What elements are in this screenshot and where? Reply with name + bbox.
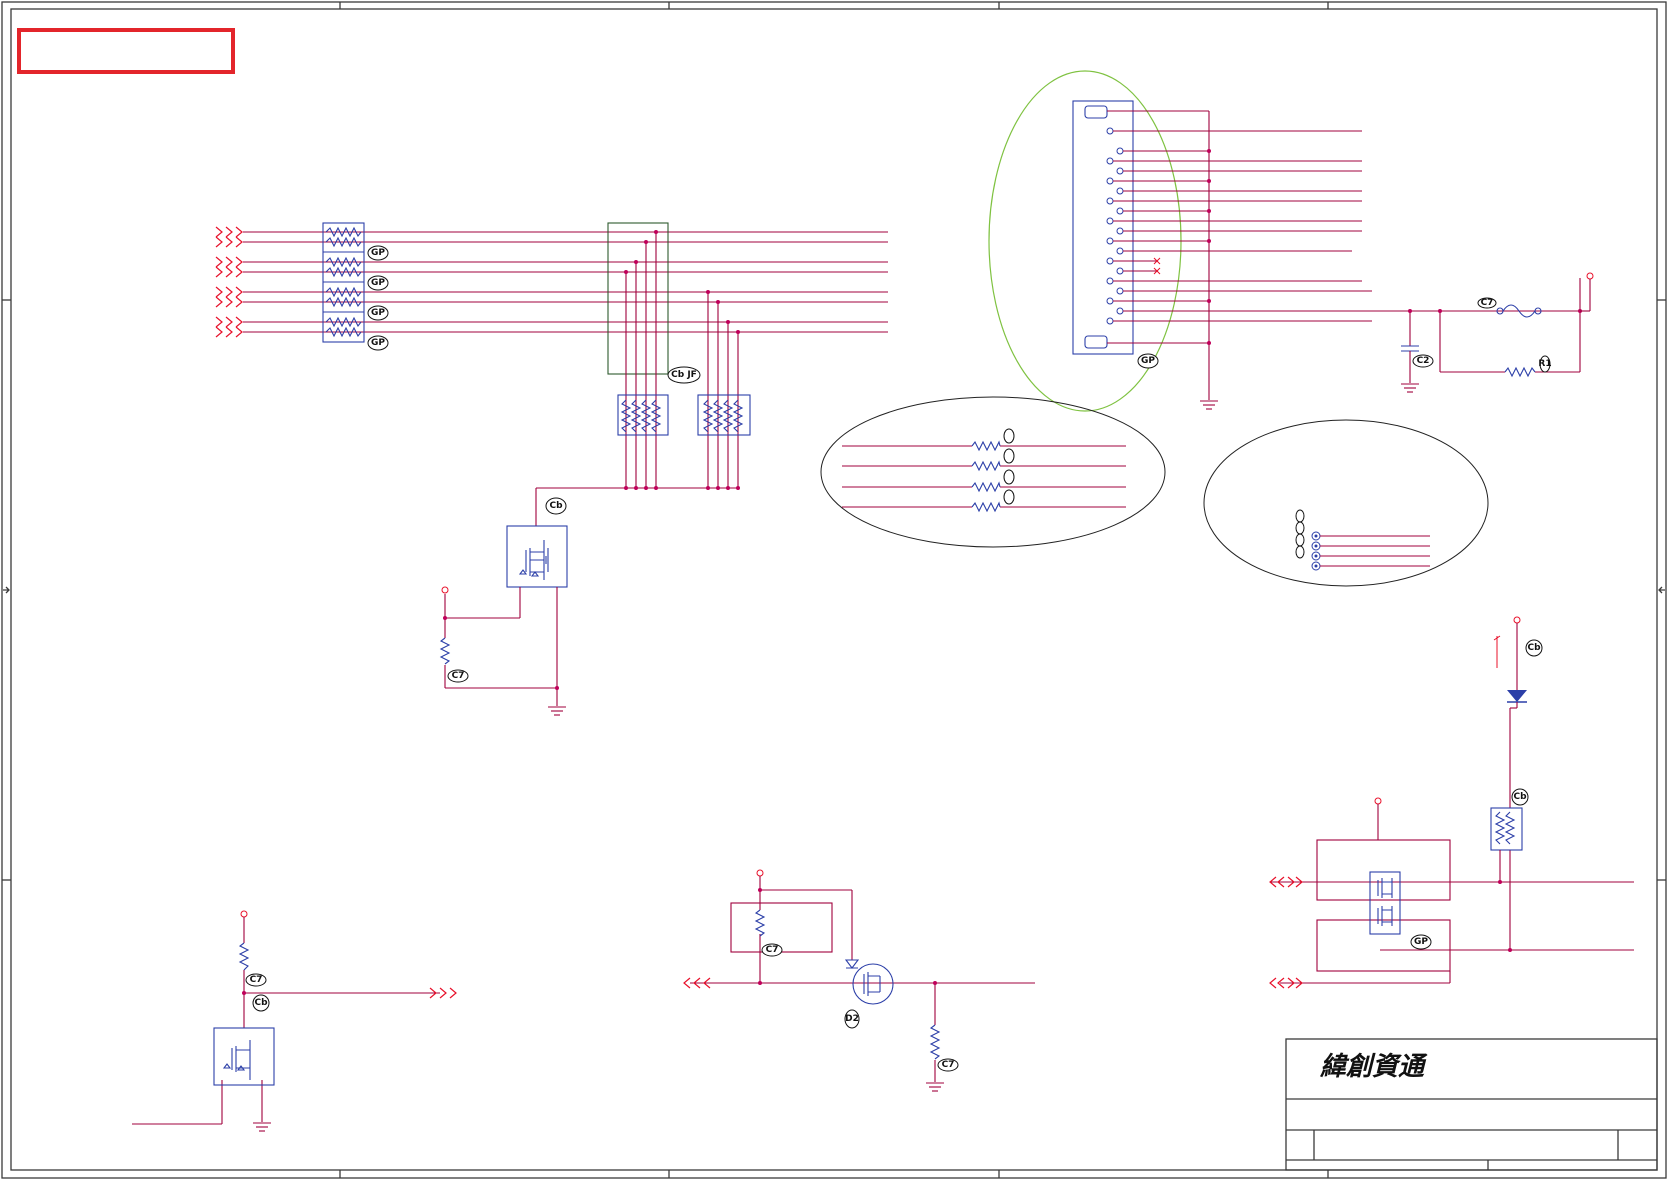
arrows-bottom-left <box>429 987 457 999</box>
bus-taps <box>535 232 739 526</box>
nc-marks <box>1153 257 1161 275</box>
c7-label-bottom-mid: C7 <box>761 943 783 957</box>
svg-text:Cb JF: Cb JF <box>671 370 697 380</box>
c7-label-bottom-right: C7 <box>937 1058 959 1072</box>
svg-text:C2: C2 <box>1417 356 1430 366</box>
ground-symbol-bottom-left <box>253 1122 271 1132</box>
rpack-left-labels: GP GP GP GP <box>367 245 389 351</box>
vcc-pin-bottom-mid <box>756 869 764 877</box>
led-wiring <box>1509 702 1518 950</box>
connector-junctions <box>1207 149 1582 345</box>
mid-left-wiring <box>444 587 558 706</box>
mosfet-block-mid <box>506 525 568 588</box>
resistor-array-right <box>1490 807 1523 851</box>
vcc-pin-bottom-left <box>240 910 248 918</box>
rpack-label-1: GP <box>371 248 385 258</box>
cb-jf-label: Cb JF <box>667 366 701 384</box>
svg-text:Cb: Cb <box>1527 643 1541 653</box>
vcc-pin-right <box>1586 272 1594 280</box>
svg-text:Cb: Cb <box>254 998 268 1008</box>
d2-label: D2 <box>844 1009 860 1029</box>
rpack-label-2: GP <box>371 278 385 288</box>
ground-symbol-bottom-mid <box>926 1082 944 1092</box>
svg-text:C7: C7 <box>1481 298 1494 308</box>
cb-label-mid: Cb <box>545 497 567 515</box>
svg-text:R1: R1 <box>1538 359 1551 369</box>
r1-label: R1 <box>1538 355 1552 373</box>
bottom-mid-wiring <box>690 876 1035 1082</box>
svg-text:C7: C7 <box>766 945 779 955</box>
input-bus-arrows <box>215 226 243 338</box>
resistor-group <box>842 428 1126 513</box>
title-block: 緯創資通 <box>1285 1038 1658 1171</box>
c7-label-mid-left: C7 <box>447 669 469 683</box>
connector-pins <box>1106 127 1124 325</box>
highlight-box <box>17 28 235 74</box>
svg-text:D2: D2 <box>845 1014 859 1024</box>
vcc-pin-led <box>1513 616 1521 624</box>
fuse-label: C7 <box>1477 297 1497 309</box>
left-bus-wires <box>243 231 888 333</box>
cb-label-right-mid: Cb <box>1511 788 1529 806</box>
svg-text:C7: C7 <box>250 975 263 985</box>
resistor-mid-left <box>439 637 451 665</box>
resistor-array-1 <box>617 394 669 436</box>
mosfet-block-bottom-left <box>213 1027 275 1086</box>
cb-label-bottom-left: Cb <box>252 994 270 1012</box>
vcc-pin-mid-left <box>441 586 449 594</box>
mosfet-bottom-mid <box>844 959 894 1005</box>
resistor-array-2 <box>697 394 751 436</box>
bottom-left-wiring <box>132 917 440 1125</box>
right-mosfet-wiring <box>1270 839 1634 984</box>
bus-connector-box <box>607 222 669 375</box>
resistor-bottom-mid <box>754 909 766 937</box>
testpoint-group-ellipse <box>1203 419 1489 587</box>
svg-text:Cb: Cb <box>1513 792 1527 802</box>
gp-label-connector: GP <box>1137 353 1159 369</box>
company-name: 緯創資通 <box>1319 1052 1428 1082</box>
resistor-right <box>1504 366 1536 378</box>
capacitor-right <box>1401 345 1419 352</box>
connector-body <box>1072 100 1134 355</box>
ground-symbol-mid-left <box>548 706 566 716</box>
bottom-mid-box <box>730 902 833 953</box>
arrows-bottom-mid <box>683 977 711 989</box>
svg-text:C7: C7 <box>942 1060 955 1070</box>
svg-text:GP: GP <box>1414 937 1428 947</box>
c7-label-bottom-left: C7 <box>245 973 267 987</box>
resistor-bottom-right <box>929 1024 941 1060</box>
cb-label-led: Cb <box>1525 639 1543 657</box>
rpack-label-4: GP <box>371 338 385 348</box>
svg-text:C7: C7 <box>452 671 465 681</box>
svg-text:GP: GP <box>1141 356 1155 366</box>
svg-text:Cb: Cb <box>549 501 563 511</box>
bus-junctions <box>624 230 740 490</box>
connector-wires <box>1107 110 1581 400</box>
gp-label-right: GP <box>1410 934 1432 950</box>
rpack-label-3: GP <box>371 308 385 318</box>
vcc-pin-right-mosfet <box>1374 797 1382 805</box>
testpoint-group <box>1295 509 1430 571</box>
cap-ground-wiring <box>1401 351 1419 393</box>
fuse-right <box>1496 304 1542 318</box>
ground-symbol-connector <box>1200 400 1218 410</box>
led-diode <box>1507 690 1527 703</box>
mosfet-block-right <box>1369 871 1401 935</box>
resistor-group-ellipse <box>820 396 1166 548</box>
nc-mark-led <box>1493 635 1501 668</box>
c2-label-cap: C2 <box>1412 354 1434 368</box>
resistor-bottom-left <box>238 942 250 971</box>
right-arrows <box>1269 876 1303 989</box>
resistor-pack-left <box>322 222 365 343</box>
